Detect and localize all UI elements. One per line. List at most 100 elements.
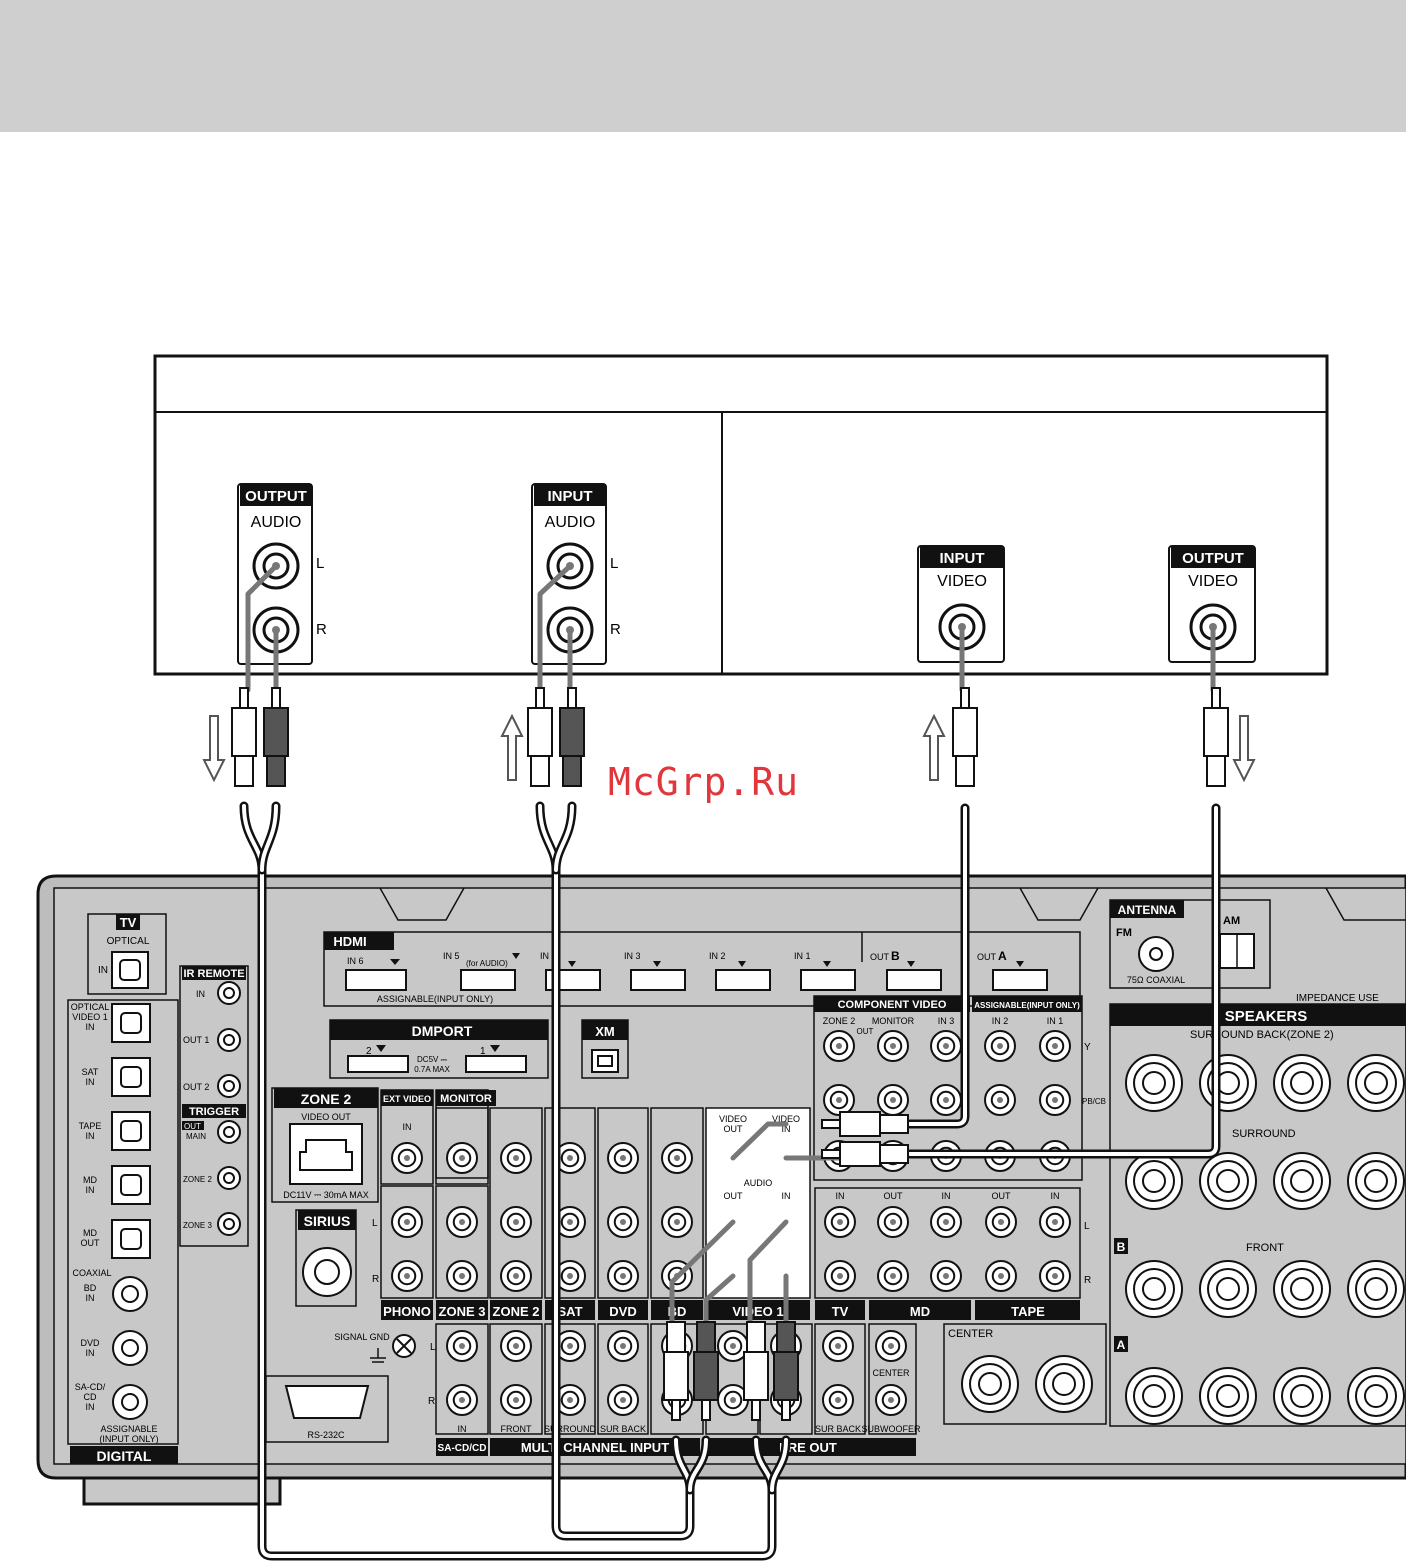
rca-plug — [821, 1141, 909, 1167]
sat-label: SAT — [82, 1067, 99, 1077]
rca-jack — [877, 1084, 909, 1116]
ext-video-in: IN — [403, 1122, 412, 1132]
trigger-zone2-label: ZONE 2 — [183, 1175, 212, 1184]
rca-jack — [1039, 1206, 1071, 1238]
audio-input-l: L — [610, 555, 618, 572]
rca-jack — [500, 1330, 532, 1362]
comp-pb: PB/CB — [1082, 1097, 1106, 1106]
dvd-in-label: IN — [86, 1348, 95, 1358]
rs232-label: RS-232C — [307, 1430, 345, 1440]
speaker-terminal — [1125, 1367, 1183, 1425]
video-output-tag: OUTPUT — [1182, 550, 1244, 567]
video-input-tag: INPUT — [940, 550, 985, 567]
rca-jack — [822, 1384, 854, 1416]
jack-frame — [435, 1107, 489, 1179]
row-l-label: L — [372, 1218, 378, 1229]
rca-jack — [446, 1260, 478, 1292]
xm-tag: XM — [595, 1024, 615, 1039]
rca-jack — [607, 1142, 639, 1174]
header-bar — [0, 0, 1406, 132]
trigger-tag: TRIGGER — [189, 1106, 239, 1118]
rca-jack — [607, 1206, 639, 1238]
row-r-label-right: R — [1084, 1275, 1091, 1286]
ext-video-section: EXT VIDEO IN — [380, 1089, 434, 1185]
video1-in-label: IN — [86, 1022, 95, 1032]
multi-sur-back: SUR BACK — [600, 1424, 646, 1434]
dmport-1: 1 — [480, 1046, 486, 1057]
jack-frame — [814, 1323, 866, 1435]
audio-output-tag: OUTPUT — [245, 488, 307, 505]
rca-jack — [554, 1330, 586, 1362]
speaker-terminal — [1273, 1054, 1331, 1112]
assignable-label: ASSIGNABLE — [100, 1424, 157, 1434]
hdmi-for-audio: (for AUDIO) — [466, 959, 508, 968]
tv-tag: TV — [120, 915, 137, 930]
jack-frame — [868, 1323, 917, 1435]
zone2-group-label: ZONE 2 — [493, 1304, 540, 1319]
tv-audio-in: IN — [836, 1191, 845, 1201]
hdmi-in1: IN 1 — [794, 951, 811, 961]
video1-group-label: VIDEO 1 — [732, 1304, 783, 1319]
jack-frame — [435, 1323, 489, 1435]
center-label: CENTER — [948, 1328, 993, 1340]
ir-out2-label: OUT 2 — [183, 1082, 209, 1092]
jack-frame — [650, 1107, 704, 1299]
hdmi-section: HDMI IN 6 IN 5 (for AUDIO) IN IN 3 IN 2 … — [323, 931, 1081, 1007]
speaker-a-tag: A — [1117, 1338, 1126, 1352]
md-group-label: MD — [910, 1304, 930, 1319]
rca-plug — [263, 687, 289, 787]
audio-output-l: L — [316, 555, 324, 572]
rca-plug — [1203, 687, 1229, 787]
sat-in-label: IN — [86, 1077, 95, 1087]
hdmi-out-a: A — [998, 949, 1007, 963]
sacd-multi-label: SA-CD/CD — [438, 1443, 487, 1454]
rca-jack — [985, 1206, 1017, 1238]
external-device-frame — [153, 354, 1329, 676]
pre-out-label: PRE OUT — [779, 1440, 837, 1455]
zone3-label: ZONE 3 — [439, 1304, 486, 1319]
rca-jack — [446, 1142, 478, 1174]
rca-jack — [823, 1030, 855, 1062]
comp-in1: IN 1 — [1047, 1016, 1064, 1026]
rca-jack — [985, 1260, 1017, 1292]
video-output-label: VIDEO — [1188, 573, 1238, 590]
dvd-group-label: DVD — [609, 1304, 636, 1319]
rca-jack — [930, 1084, 962, 1116]
comp-in3: IN 3 — [938, 1016, 955, 1026]
rca-jack — [877, 1260, 909, 1292]
antenna-coax: 75Ω COAXIAL — [1127, 975, 1185, 985]
rca-jack — [661, 1206, 693, 1238]
ir-remote-tag: IR REMOTE — [183, 968, 244, 980]
jack-frame — [489, 1107, 543, 1299]
speaker-terminal — [1125, 1054, 1183, 1112]
rca-plug — [952, 687, 978, 787]
rca-jack — [930, 1260, 962, 1292]
rca-jack — [661, 1142, 693, 1174]
v1-audio-in: IN — [782, 1191, 791, 1201]
audio-input-jacks: INPUT AUDIO L R — [531, 483, 621, 665]
antenna-am: AM — [1223, 915, 1240, 927]
video-input-label: VIDEO — [937, 573, 987, 590]
rca-plug — [773, 1321, 799, 1421]
dmport-2: 2 — [366, 1046, 372, 1057]
rca-plug — [693, 1321, 719, 1421]
rca-jack — [824, 1260, 856, 1292]
surround-back-label: SURROUND BACK(ZONE 2) — [1190, 1029, 1334, 1041]
multi-in: IN — [458, 1424, 467, 1434]
arrow-down-icon — [1232, 715, 1256, 783]
v1-video-out-1: VIDEO — [719, 1114, 747, 1124]
antenna-section: ANTENNA FM AM 75Ω COAXIAL — [1109, 899, 1271, 989]
sat-group-label: SAT — [557, 1304, 582, 1319]
rca-plugs — [231, 687, 1229, 1421]
rca-jack — [1039, 1084, 1071, 1116]
component-tag: COMPONENT VIDEO — [838, 999, 947, 1011]
tv-optical-label: OPTICAL — [107, 936, 150, 947]
pre-subwoofer: SUBWOOFER — [861, 1424, 921, 1434]
jack-frame — [544, 1107, 596, 1299]
multi-front: FRONT — [501, 1424, 532, 1434]
md-in-label: IN — [86, 1185, 95, 1195]
comp-zone2: ZONE 2 — [823, 1016, 856, 1026]
antenna-fm: FM — [1116, 927, 1132, 939]
ext-video-tag: EXT VIDEO — [383, 1094, 431, 1104]
